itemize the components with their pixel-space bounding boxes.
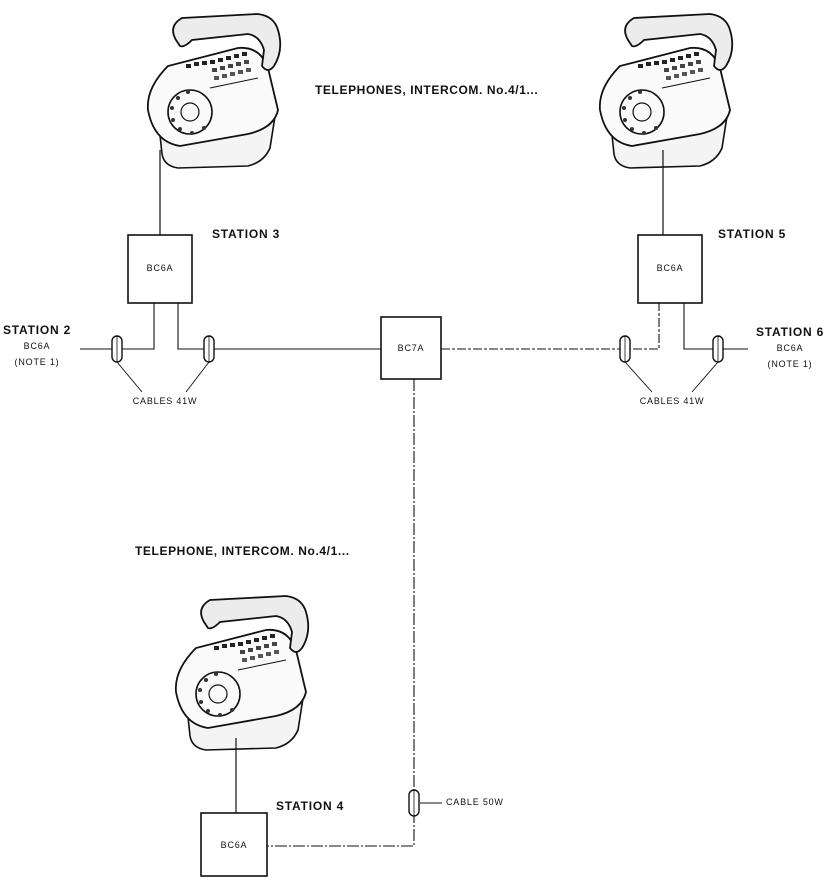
bc7a-text: BC7A	[397, 343, 425, 353]
bc6a-station-5-text: BC6A	[656, 263, 684, 273]
bc6a-box-station-4	[200, 812, 268, 877]
station-6-note: (NOTE 1)	[767, 359, 813, 369]
telephone-station-3-icon	[146, 13, 282, 169]
bc6a-station-3-text: BC6A	[146, 263, 174, 273]
cable-clip-right-2	[712, 335, 724, 363]
cable-clip-bottom	[408, 789, 420, 817]
leader-left-1	[116, 361, 143, 393]
cables-right-label: CABLES 41W	[639, 396, 705, 406]
title-top: TELEPHONES, INTERCOM. No.4/1...	[315, 83, 539, 97]
title-bottom: TELEPHONE, INTERCOM. No.4/1...	[135, 544, 350, 558]
cable-bc7a-to-station-5	[441, 303, 660, 350]
station-2-label: STATION 2	[2, 323, 72, 337]
cable-clip-right-1	[619, 335, 631, 363]
leader-left-2	[185, 361, 210, 393]
station-2-unit: BC6A	[23, 341, 51, 351]
cable-bc7a-to-station-4	[267, 379, 415, 847]
cable-clip-left-1	[111, 335, 123, 363]
bc6a-station-4-text: BC6A	[220, 840, 248, 850]
bc6a-box-station-5	[637, 234, 703, 304]
station-5-label: STATION 5	[718, 227, 787, 241]
station-6-unit: BC6A	[776, 343, 804, 353]
cables-left-label: CABLES 41W	[132, 396, 198, 406]
station-2-note: (NOTE 1)	[14, 357, 60, 367]
telephone-station-4-icon	[174, 595, 310, 751]
station-6-label: STATION 6	[755, 325, 825, 339]
cable-station-3-to-bc7a	[177, 303, 381, 350]
station-4-label: STATION 4	[276, 799, 345, 813]
cable-station-5-to-6	[683, 303, 748, 350]
telephone-station-5-icon	[598, 13, 734, 169]
station-3-label: STATION 3	[212, 227, 281, 241]
bc7a-box	[380, 316, 442, 380]
leader-right-2	[691, 361, 719, 393]
leader-right-1	[624, 361, 653, 393]
cable-clip-left-2	[203, 335, 215, 363]
cable-station-3-to-2	[80, 303, 155, 350]
cable-bottom-label: CABLE 50W	[446, 797, 504, 807]
bc6a-box-station-3	[127, 234, 193, 304]
